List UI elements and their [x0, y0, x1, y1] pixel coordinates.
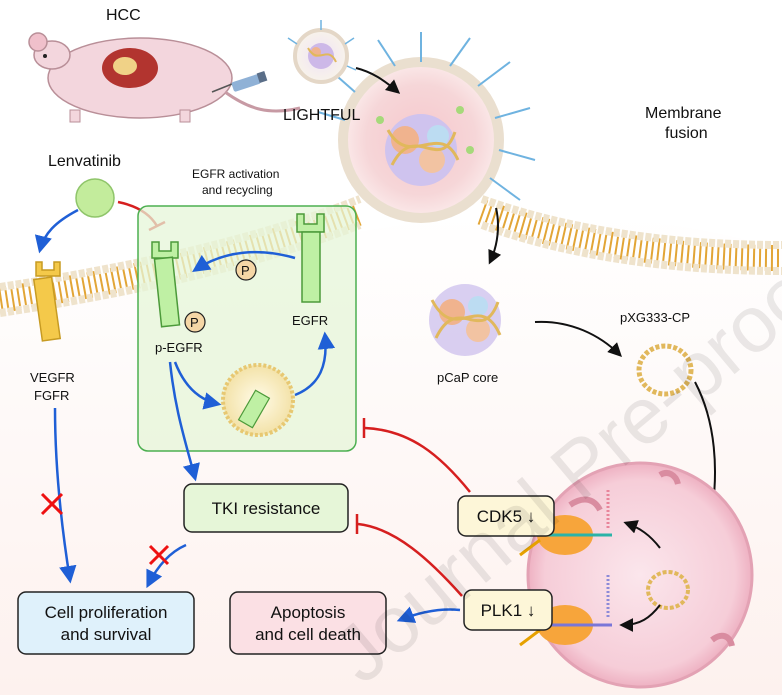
phospho-icon-2	[235, 259, 257, 281]
arrow-plasmid-to-cdk5	[623, 520, 661, 549]
plk1-box: PLK1 ↓	[463, 589, 553, 631]
cdk5-label: CDK5 ↓	[477, 507, 536, 526]
cell-proliferation-label-1: Cell proliferation	[45, 603, 168, 622]
plasmid-icon	[636, 343, 694, 397]
syringe-icon	[211, 71, 268, 93]
arrow-pegfr-to-tki	[168, 361, 200, 482]
arrow-pcap-to-plasmid	[534, 320, 622, 357]
vegfr-label: VEGFR	[30, 370, 75, 385]
tki-resistance-box: TKI resistance	[183, 483, 349, 533]
fgfr-label: FGFR	[34, 388, 69, 403]
cell-proliferation-label-2: and survival	[61, 625, 152, 644]
membrane-fusion-label-1: Membrane	[645, 105, 722, 122]
plk1-label: PLK1 ↓	[481, 601, 536, 620]
pxg333-label: pXG333-CP	[620, 310, 690, 325]
lenvatinib-label: Lenvatinib	[48, 153, 121, 170]
fusion-nanoparticle	[317, 32, 536, 223]
block-x-icon-2	[148, 544, 170, 566]
arrow-plk1-to-apoptosis	[396, 606, 461, 623]
arrow-fusion-to-pcap	[488, 207, 502, 265]
block-x-icon	[40, 492, 64, 516]
pcap-core-icon	[429, 284, 502, 356]
receptor-icon-vegfr	[32, 261, 62, 342]
endosome-icon	[221, 363, 295, 437]
inhibit-plk1-tki	[357, 522, 463, 597]
nanoparticle-icon	[287, 20, 357, 84]
phospho-icon	[184, 311, 206, 333]
arrow-plasmid-to-plk1	[619, 604, 661, 632]
p-egfr-label: p-EGFR	[155, 340, 203, 355]
apoptosis-box: Apoptosis and cell death	[229, 591, 387, 655]
mouse-icon	[28, 32, 301, 123]
phospho-label-1: P	[190, 315, 199, 330]
egfr-label: EGFR	[292, 313, 328, 328]
receptor-icon-egfr	[296, 213, 325, 303]
phospho-label-2: P	[241, 263, 250, 278]
apoptosis-label-2: and cell death	[255, 625, 361, 644]
cdk5-box: CDK5 ↓	[457, 495, 555, 537]
arrow-egfr-to-pegfr	[192, 250, 296, 272]
cell-proliferation-box: Cell proliferation and survival	[17, 591, 195, 655]
hcc-label: HCC	[106, 7, 141, 24]
arrow-lightful-to-fusion	[355, 67, 401, 94]
membrane-fusion-label-2: fusion	[665, 125, 708, 142]
apoptosis-label-1: Apoptosis	[271, 603, 346, 622]
arrow-lenvatinib-to-vegfr	[34, 208, 79, 254]
arrow-pegfr-to-endosome	[173, 361, 222, 410]
inhibit-cdk5-egfr	[364, 426, 471, 493]
tki-resistance-label: TKI resistance	[212, 499, 321, 518]
egfr-activation-label-1: EGFR activation	[192, 167, 279, 181]
arrow-endosome-to-egfr	[294, 331, 336, 397]
lightful-label: LIGHTFUL	[283, 107, 360, 124]
egfr-activation-label-2: and recycling	[202, 183, 273, 197]
pcap-core-label: pCaP core	[437, 370, 498, 385]
receptor-icon-p-egfr	[151, 241, 181, 328]
lenvatinib-icon	[75, 178, 115, 218]
